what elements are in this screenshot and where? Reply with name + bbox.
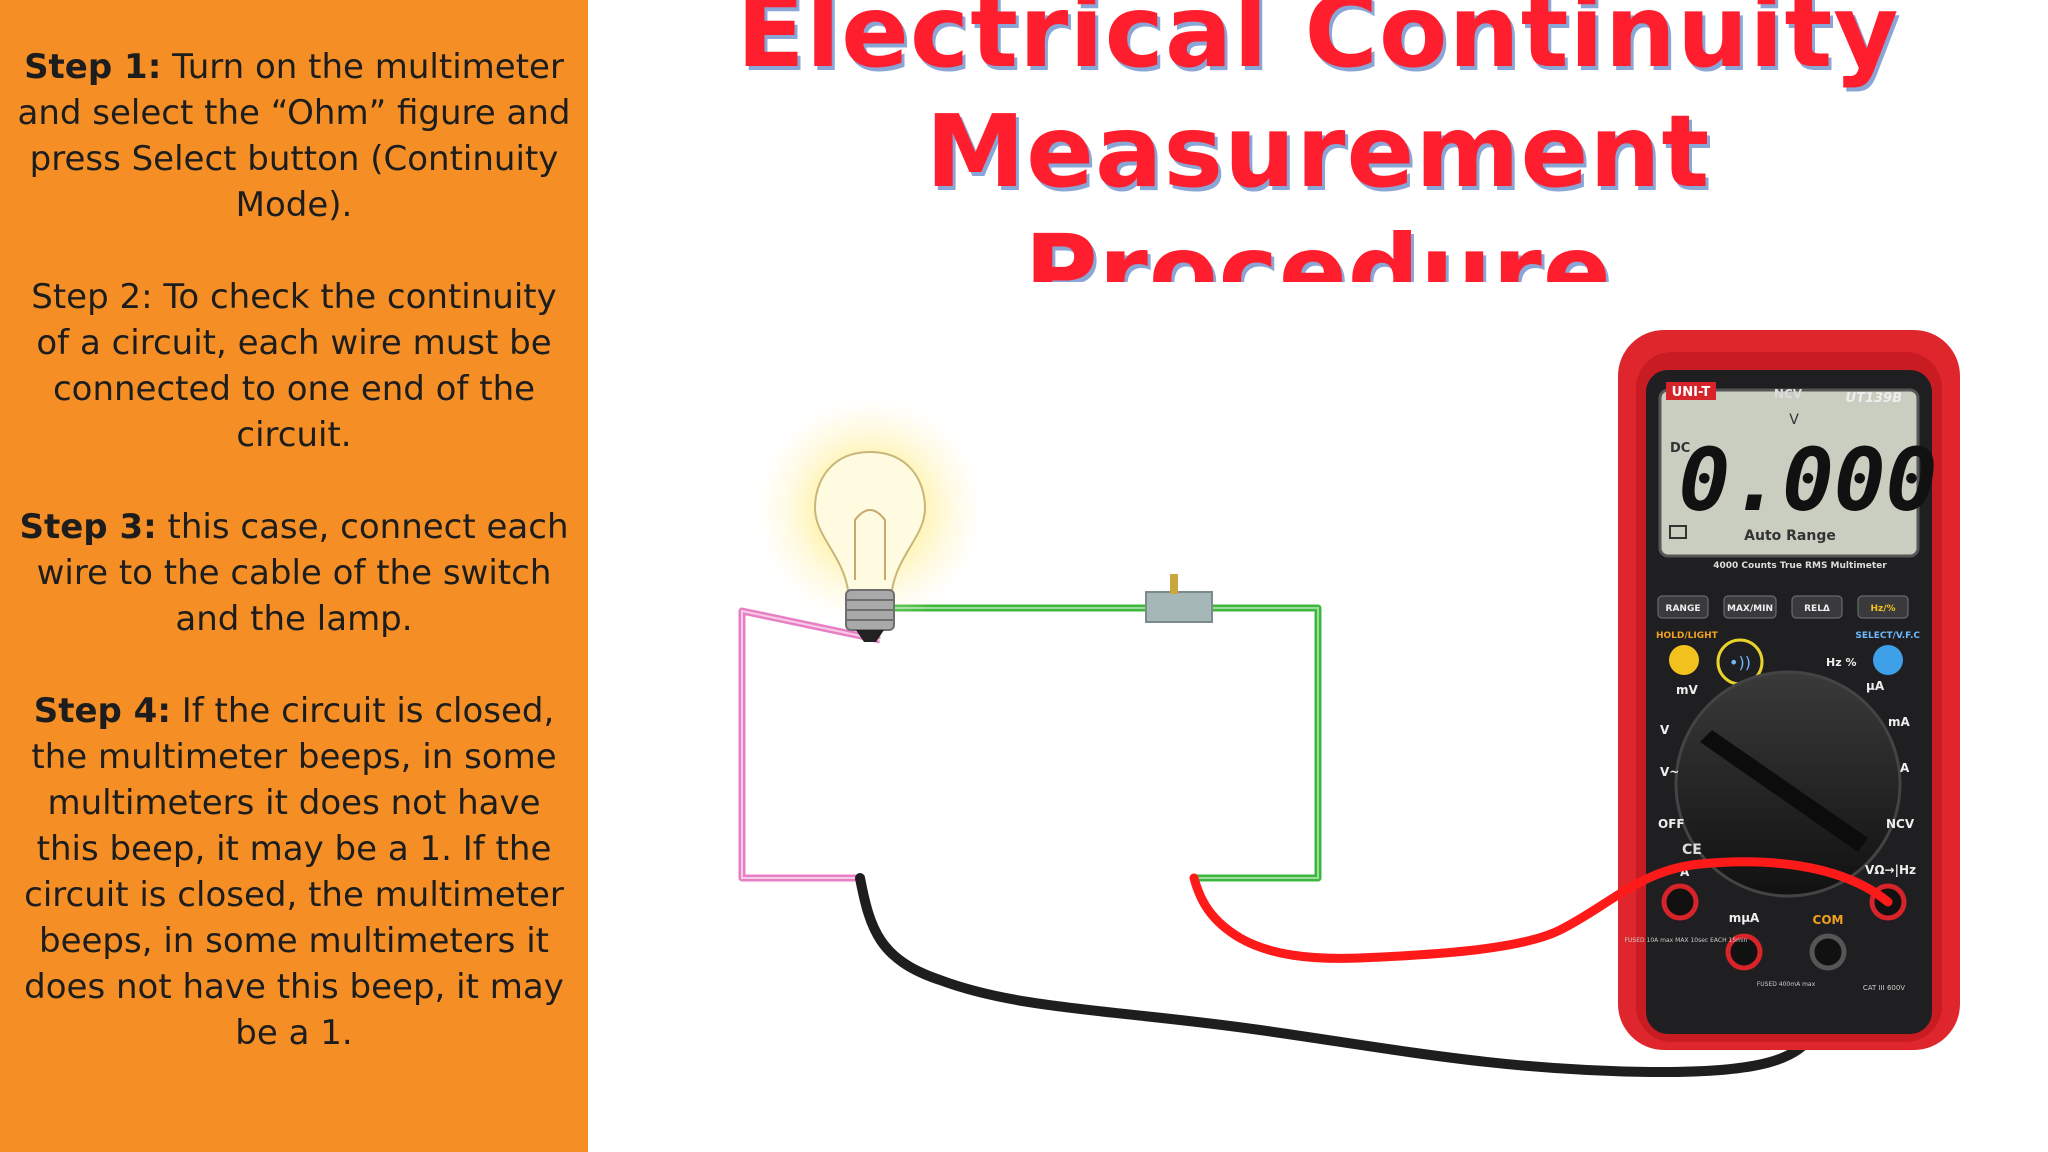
dial-v-label: V [1660,723,1670,737]
select-vfc-label: SELECT/V.F.C [1855,631,1920,641]
ce-mark: CE [1682,842,1702,858]
step-3-text: this case, connect each wire to the cabl… [36,507,569,639]
step-4-text: If the circuit is closed, the multimeter… [24,691,564,1053]
step-2-label: Step 2: [31,277,153,317]
light-bulb-icon [755,395,985,642]
red-probe-wire [1189,857,1893,963]
maxmin-button[interactable] [1723,595,1777,619]
auto-range-label: Auto Range [1744,528,1836,544]
fused-a-label: FUSED 10A max MAX 10sec EACH 15min [1625,937,1748,944]
dial-off-label: OFF [1658,817,1685,831]
dial-ncv-label: NCV [1886,817,1915,831]
brand-badge [1666,382,1716,400]
select-button[interactable] [1873,645,1903,675]
range-button[interactable] [1657,595,1709,619]
battery-icon [1669,525,1687,539]
pink-wire [738,607,881,882]
jack-vohm-label: VΩ→|Hz [1865,863,1916,877]
rel-button[interactable] [1791,595,1843,619]
ncv-label: NCV [1774,387,1803,401]
green-wire-inner [880,607,1319,879]
hz-button-label: Hz/% [1870,604,1895,614]
dial-pointer [1700,730,1868,852]
dial-vac-label: V~ [1660,765,1679,779]
dial-ma-label: mA [1888,715,1911,729]
instructions-panel: Step 1: Turn on the multimeter and selec… [0,0,588,1152]
jack-com[interactable] [1809,933,1847,971]
dial-a-label: A [1900,761,1910,775]
unit-v-label: V [1789,412,1799,428]
pink-wire-inner [741,609,881,879]
step-3: Step 3: this case, connect each wire to … [14,504,574,642]
jack-ma[interactable] [1725,933,1763,971]
rel-button-label: RELΔ [1804,604,1830,614]
maxmin-button-label: MAX/MIN [1727,604,1773,614]
jack-ma-label: mµA [1729,911,1760,925]
title-line-2: Measurement [925,93,1711,210]
title-line-1: Electrical Continuity [736,0,1900,90]
jack-com-label: COM [1813,913,1844,927]
step-3-label: Step 3: [19,507,157,547]
title-line-3: Procedure [1024,213,1612,282]
page-title: Electrical Continuity Measurement Proced… [588,0,2048,282]
jack-a-label: A [1680,865,1690,879]
lcd-reading: 0.000 [1679,431,1938,531]
step-4: Step 4: If the circuit is closed, the mu… [14,688,574,1056]
range-button-label: RANGE [1666,604,1701,614]
fused-ma-label: FUSED 400mA max [1757,981,1816,988]
dc-label: DC [1670,441,1690,456]
step-4-label: Step 4: [33,691,171,731]
step-2-text: To check the continuity of a circuit, ea… [36,277,557,455]
green-wire [880,604,1322,882]
multimeter: UNI-T NCV UT139B V DC 0.000 Auto Range 4… [1618,330,1960,1050]
dial-hz-label: Hz % [1826,656,1856,669]
switch-icon [1145,574,1213,623]
hz-button[interactable] [1857,595,1909,619]
continuity-icon: •)) [1729,653,1751,672]
model-label: UT139B [1846,391,1903,406]
hold-light-label: HOLD/LIGHT [1656,631,1719,641]
dial-ua-label: µA [1866,679,1885,693]
step-2: Step 2: To check the continuity of a cir… [14,274,574,458]
step-1-text: Turn on the multimeter and select the “O… [17,47,571,225]
dial-mv-label: mV [1676,683,1699,697]
step-1: Step 1: Turn on the multimeter and selec… [14,44,574,228]
hold-light-button[interactable] [1669,645,1699,675]
brand-label: UNI-T [1672,385,1711,400]
cat-label: CAT III 600V [1863,984,1905,992]
jack-a[interactable] [1661,883,1699,921]
step-1-label: Step 1: [24,47,162,87]
spec-label: 4000 Counts True RMS Multimeter [1713,561,1887,571]
lcd-display [1658,388,1920,558]
